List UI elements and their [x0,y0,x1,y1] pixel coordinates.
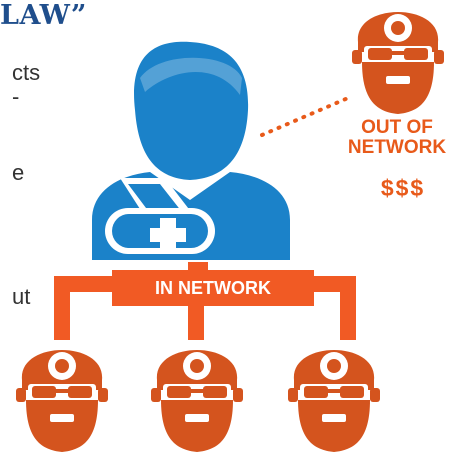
in-network-label: IN NETWORK [155,278,271,298]
cost-indicator: $$$ [380,175,426,201]
doctor-icon [16,350,108,452]
text-fragment-4: ut [12,284,31,309]
text-fragment-2: - [12,84,20,109]
out-of-network-label: OUT OF NETWORK [338,118,456,158]
text-fragment-1: cts [12,60,41,85]
doctor-icon [288,350,380,452]
page-title: LAW” [0,0,87,31]
dotted-connector [260,96,350,137]
network-tree [54,262,356,340]
doctor-icon [352,12,444,114]
out-of-network-line1: OUT OF [361,117,433,138]
text-fragment-3: e [12,160,25,185]
patient-icon [92,41,290,260]
out-of-network-line2: NETWORK [347,137,447,158]
doctor-icon [151,350,243,452]
